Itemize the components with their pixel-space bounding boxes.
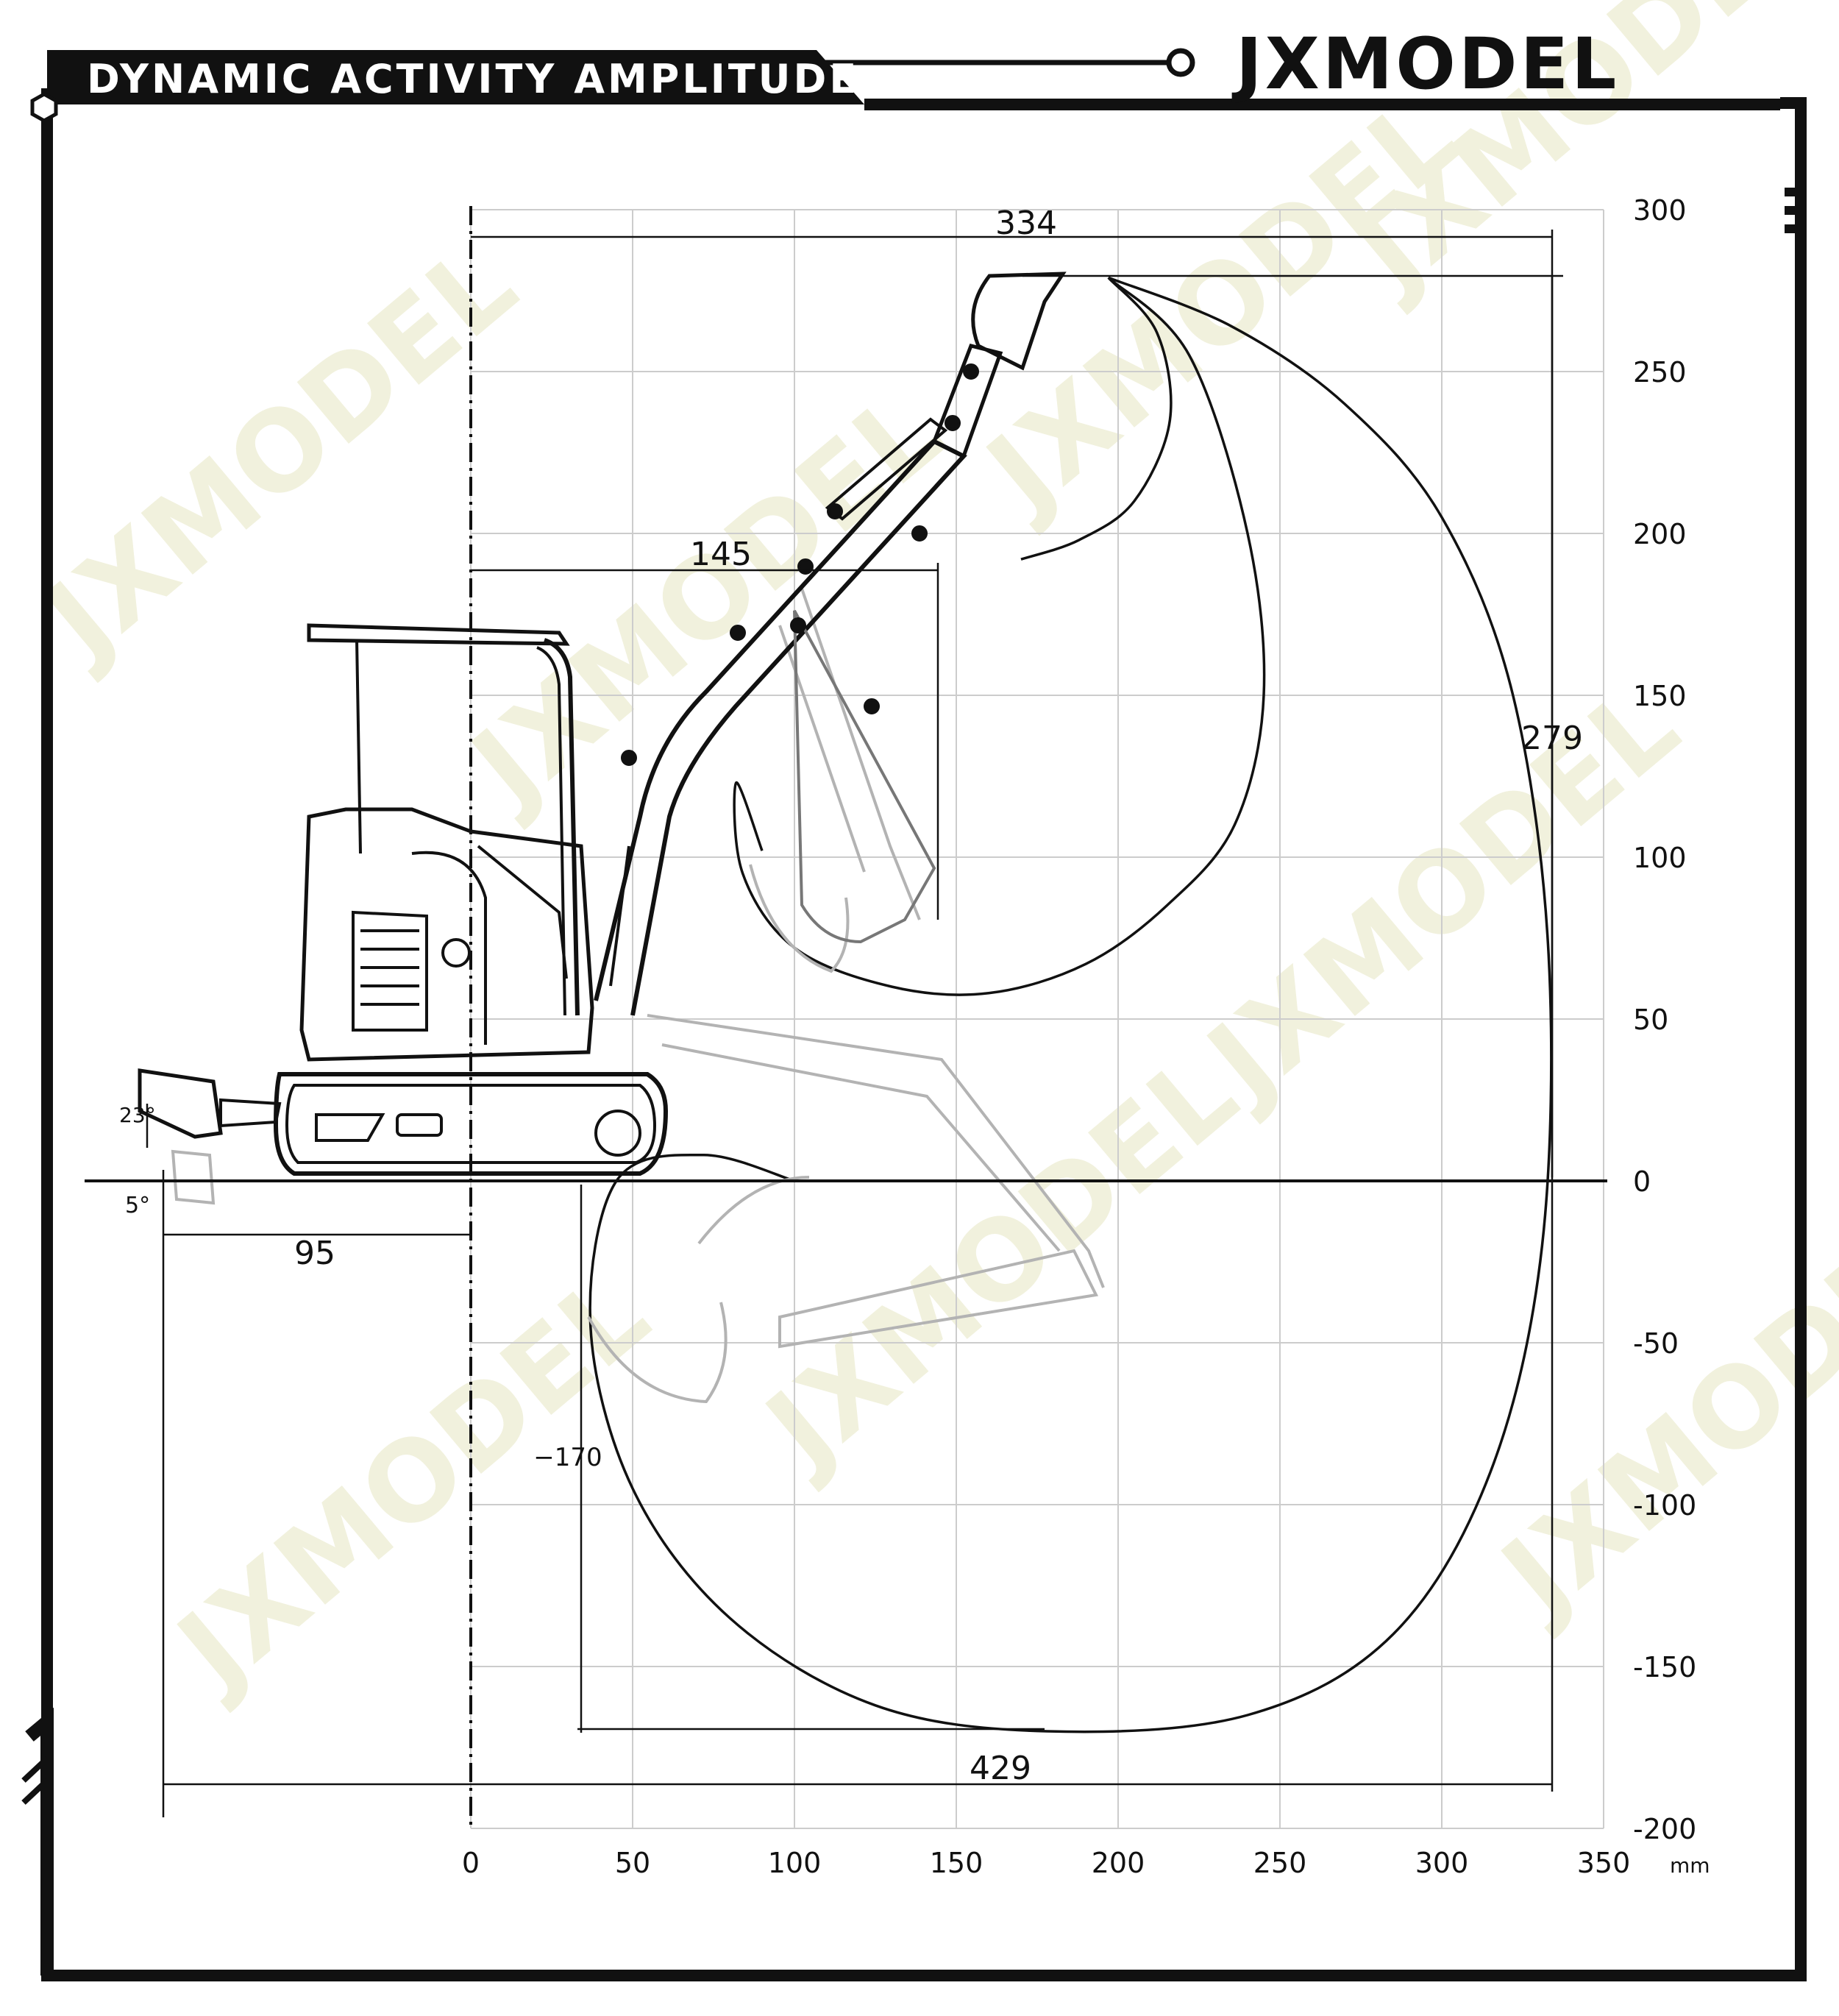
canopy-post-rear [355, 639, 362, 854]
watermark-text: JXMODEL [444, 367, 966, 834]
watermark-text: JXMODEL [150, 1250, 672, 1717]
watermark-text: JXMODEL [18, 220, 539, 687]
dim-max-reach-top: 334 [995, 205, 1057, 242]
y-tick-label: -150 [1633, 1651, 1696, 1683]
hexagon-icon [30, 92, 58, 123]
y-tick-label: 300 [1633, 194, 1687, 227]
x-tick-label: 100 [768, 1847, 822, 1879]
watermark-text: JXMODEL [739, 1029, 1260, 1497]
inner-reach-envelope [1020, 277, 1173, 561]
y-tick-label: -100 [1633, 1489, 1696, 1522]
reach-envelope [588, 276, 1553, 1733]
dim-max-dig-depth: −170 [533, 1443, 602, 1472]
blade-down-angle: 5° [125, 1193, 150, 1218]
title-plate [47, 50, 864, 104]
canopy-post-front [543, 638, 580, 1016]
header-banner: DYNAMIC ACTIVITY AMPLITUDE JXMODEL [30, 23, 1780, 123]
page-title: DYNAMIC ACTIVITY AMPLITUDE [87, 56, 859, 102]
x-tick-label: 350 [1577, 1847, 1631, 1879]
unit-label: mm [1670, 1853, 1710, 1878]
dimension-lines [85, 206, 1607, 1825]
y-tick-label: 250 [1633, 356, 1687, 388]
middle-reach-envelope [733, 277, 1266, 996]
watermark-text: JXMODEL [1474, 1176, 1839, 1644]
x-tick-label: 0 [462, 1847, 480, 1879]
dimension-labels: 334 279 145 95 −170 429 23° 5° [119, 205, 1583, 1787]
dozer-blade-lowered [171, 1149, 216, 1205]
outer-reach-envelope [588, 276, 1553, 1733]
x-tick-label: 300 [1415, 1847, 1469, 1879]
frame-border [41, 88, 1807, 1981]
ghost-arm-low [647, 1014, 1105, 1288]
canopy-roof [307, 623, 570, 646]
engine-grille [352, 910, 428, 1032]
ghost-arm-mid [800, 588, 921, 920]
y-tick-label: -200 [1633, 1813, 1696, 1845]
ghost-bucket-low [587, 1302, 728, 1404]
y-tick-label: 100 [1633, 842, 1687, 874]
frame-corner-bl [25, 1707, 54, 1976]
y-tick-label: 200 [1633, 518, 1687, 550]
x-tick-label: 250 [1253, 1847, 1307, 1879]
blade-up-angle: 23° [119, 1103, 156, 1127]
track [273, 1072, 669, 1176]
dozer-blade-raised [138, 1068, 223, 1139]
dim-max-height: 279 [1521, 720, 1583, 757]
axis-labels: 0 50 100 150 200 250 300 350 300 250 200 150 100 50 0 -… [462, 194, 1710, 1879]
y-tick-label: 50 [1633, 1004, 1668, 1036]
y-tick-label: 0 [1633, 1165, 1651, 1198]
upper-structure [299, 807, 594, 1062]
dim-boom-reach: 145 [690, 536, 752, 573]
dim-rear-overhang: 95 [294, 1235, 335, 1272]
x-tick-label: 50 [615, 1847, 650, 1879]
x-tick-label: 200 [1092, 1847, 1145, 1879]
watermark-text: JXMODEL [959, 73, 1481, 540]
frame [21, 88, 1807, 1981]
bucket-raised [971, 271, 1067, 371]
brand-logo: JXMODEL [1231, 23, 1619, 105]
ghost-bucket-mid [749, 864, 850, 973]
header-node-icon [1166, 48, 1195, 77]
ghost-arm-positions [587, 588, 1105, 1404]
edge-stripes [1785, 188, 1801, 233]
ghost-stick-low [778, 1249, 1099, 1349]
excavator [138, 271, 1067, 1205]
y-tick-label: -50 [1633, 1327, 1679, 1360]
dim-total-reach: 429 [970, 1750, 1031, 1787]
mid-arm-position [793, 610, 936, 944]
drive-sprocket [594, 1110, 641, 1157]
y-tick-label: 150 [1633, 680, 1687, 712]
x-tick-label: 150 [930, 1847, 983, 1879]
